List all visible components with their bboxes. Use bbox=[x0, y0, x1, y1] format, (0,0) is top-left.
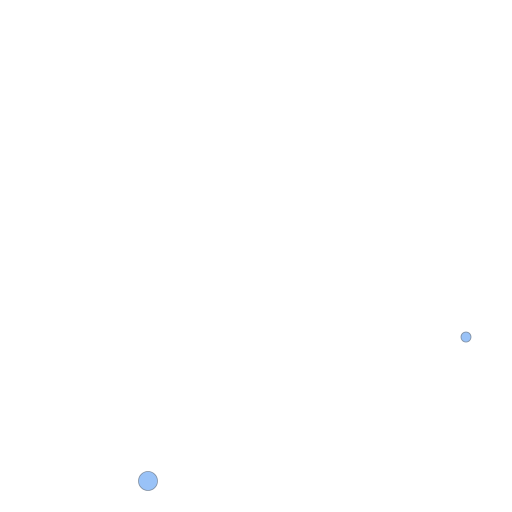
dot-small bbox=[460, 331, 472, 343]
dot-large bbox=[138, 471, 158, 491]
